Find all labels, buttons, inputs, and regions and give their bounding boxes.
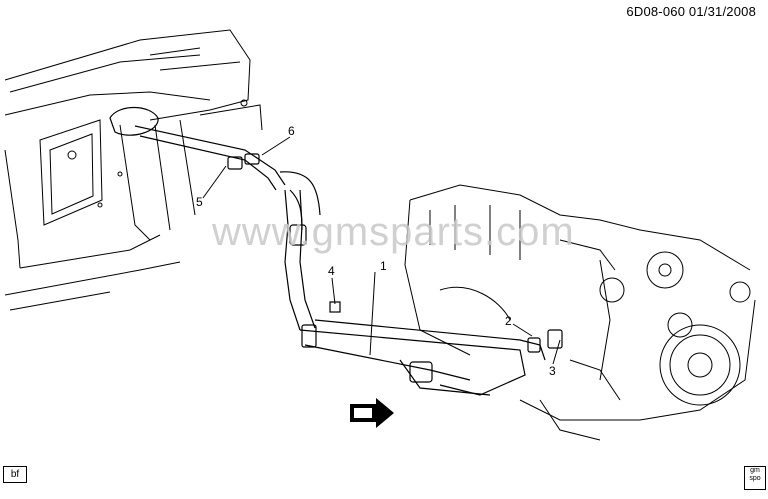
gm-spo-logo: gm spo — [744, 466, 766, 490]
callout-4: 4 — [328, 264, 335, 278]
footer-tag: bf — [3, 466, 27, 483]
callout-5: 5 — [196, 195, 203, 209]
front-direction-arrow-icon — [350, 398, 394, 428]
callout-3: 3 — [549, 364, 556, 378]
callout-6: 6 — [288, 124, 295, 138]
engine-outline — [404, 184, 756, 441]
callout-2: 2 — [505, 314, 512, 328]
callout-1: 1 — [380, 259, 387, 273]
callout-leaders — [202, 136, 561, 365]
diagram-code: 6D08-060 01/31/2008 — [626, 4, 756, 19]
heater-hose-assembly — [109, 107, 563, 396]
watermark: www.gmsparts.com — [212, 210, 575, 254]
